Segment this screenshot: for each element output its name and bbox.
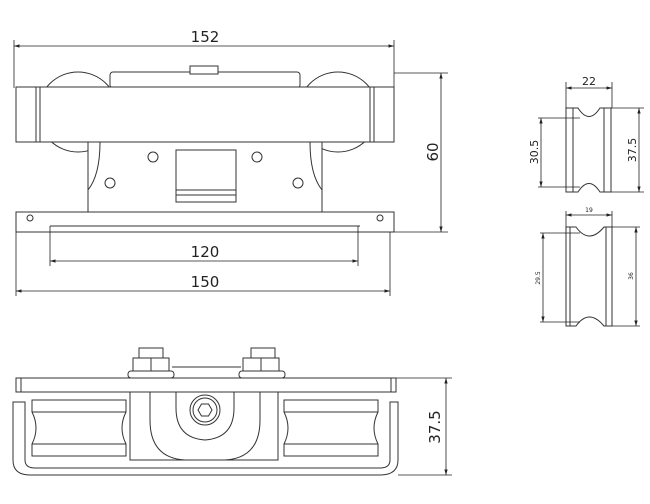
nut-right — [238, 347, 286, 379]
dim-hole-spacing: 120 — [191, 243, 220, 261]
dim-wheel-large-groove: 30.5 — [528, 140, 541, 165]
dim-wheel-small-groove: 29.5 — [535, 271, 542, 285]
nut-left — [127, 347, 175, 379]
base-plate — [15, 211, 395, 233]
wheel-large-detail: 22 30.5 37.5 — [528, 75, 644, 193]
dim-wheel-large-outer: 37.5 — [626, 138, 639, 163]
front-wheel-right — [283, 399, 379, 457]
dim-wheel-small-width: 19 — [585, 207, 593, 214]
dim-height: 60 — [424, 142, 442, 161]
dim-front-height: 37.5 — [426, 410, 444, 443]
center-housing — [129, 391, 279, 461]
top-view: 152 60 120 150 — [13, 28, 448, 296]
dim-wheel-small-outer: 36 — [628, 272, 635, 280]
wheel-small-detail: 19 29.5 36 — [535, 207, 640, 327]
hex-socket-icon — [197, 403, 213, 417]
front-wheel-left — [31, 399, 127, 457]
dim-base-width: 150 — [191, 273, 220, 291]
plate — [15, 377, 397, 393]
top-nut — [189, 65, 219, 75]
front-view: 37.5 — [12, 347, 452, 476]
center-block — [175, 149, 237, 196]
axle-bolt — [189, 394, 221, 426]
frame — [12, 401, 399, 476]
main-body — [15, 86, 395, 143]
dim-overall-width: 152 — [191, 28, 220, 46]
dim-wheel-large-width: 22 — [582, 75, 596, 88]
